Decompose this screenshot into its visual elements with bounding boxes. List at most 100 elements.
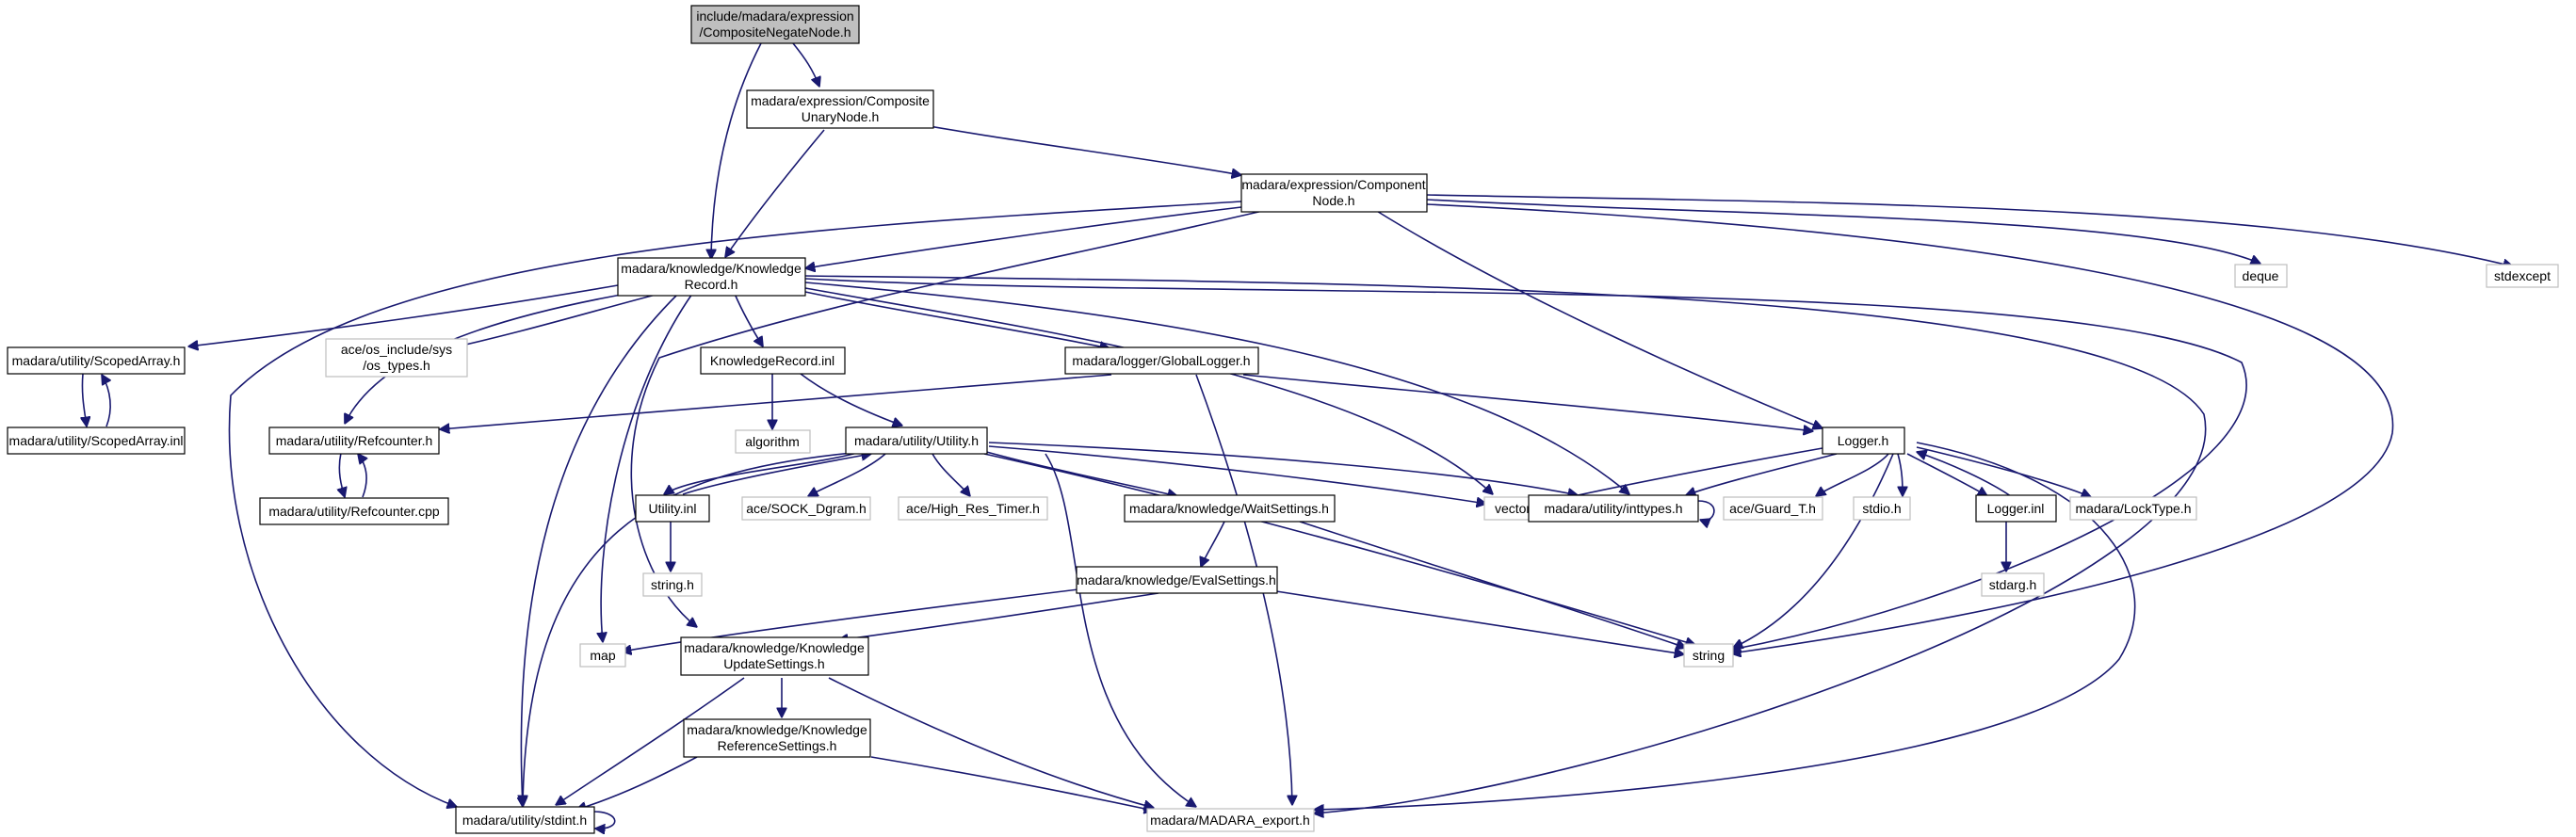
node-map[interactable]: map — [579, 643, 626, 668]
edge-updatesettings-stdint — [556, 677, 745, 805]
node-label: stdexcept — [2494, 268, 2551, 283]
edge-logger-string — [1733, 453, 1894, 648]
node-lock-type[interactable]: madara/LockType.h — [2069, 496, 2197, 521]
node-update-settings[interactable]: madara/knowledge/Knowledge UpdateSetting… — [680, 636, 869, 676]
node-deque[interactable]: deque — [2234, 264, 2288, 288]
node-label: madara/utility/ScopedArray.h — [12, 353, 181, 368]
node-string-h[interactable]: string.h — [642, 572, 703, 597]
node-knowledge-record-inl[interactable]: KnowledgeRecord.inl — [700, 346, 846, 375]
node-label: ReferenceSettings.h — [718, 738, 837, 753]
node-label: madara/knowledge/Knowledge — [684, 640, 865, 655]
node-label: madara/LockType.h — [2076, 501, 2192, 516]
edge-utilityinl-utility — [682, 454, 871, 495]
node-composite-negate-node[interactable]: include/madara/expression /CompositeNega… — [690, 5, 860, 44]
node-label: /os_types.h — [363, 358, 430, 373]
node-label: madara/knowledge/Knowledge — [621, 261, 802, 276]
node-eval-settings[interactable]: madara/knowledge/EvalSettings.h — [1076, 566, 1278, 594]
edge-evalsettings-string — [1275, 590, 1684, 654]
node-madara-export[interactable]: madara/MADARA_export.h — [1146, 808, 1315, 832]
node-logger[interactable]: Logger.h — [1822, 427, 1905, 455]
node-utility[interactable]: madara/utility/Utility.h — [845, 427, 988, 455]
node-reference-settings[interactable]: madara/knowledge/Knowledge ReferenceSett… — [683, 718, 871, 758]
edge-utility-string — [983, 453, 1695, 645]
node-logger-inl[interactable]: Logger.inl — [1975, 494, 2057, 523]
node-scoped-array-inl[interactable]: madara/utility/ScopedArray.inl — [7, 427, 186, 455]
node-stdexcept[interactable]: stdexcept — [2486, 264, 2559, 288]
node-label: include/madara/expression — [696, 8, 853, 24]
edge-utility-waitsettings — [979, 449, 1177, 496]
node-label: madara/utility/Refcounter.cpp — [268, 504, 440, 519]
node-label: Logger.h — [1838, 433, 1889, 448]
edge-unary-component — [886, 118, 1241, 175]
node-composite-unary-node[interactable]: madara/expression/Composite UnaryNode.h — [746, 89, 934, 129]
edge-logger-stdio — [1897, 453, 1903, 496]
edge-component-stdint — [228, 201, 1242, 807]
node-label: madara/utility/Utility.h — [854, 433, 979, 448]
node-global-logger[interactable]: madara/logger/GlobalLogger.h — [1064, 346, 1259, 375]
node-refcounter-cpp[interactable]: madara/utility/Refcounter.cpp — [259, 497, 449, 525]
node-stdint[interactable]: madara/utility/stdint.h — [455, 806, 595, 834]
edge-stdint-stdint — [592, 811, 616, 829]
edge-refsettings-stdint — [576, 756, 698, 810]
node-label: madara/expression/Component — [1241, 177, 1425, 192]
node-inttypes[interactable]: madara/utility/inttypes.h — [1528, 494, 1699, 523]
node-label: KnowledgeRecord.inl — [710, 353, 834, 368]
edge-component-deque — [1426, 199, 2260, 264]
edge-globallogger-export — [1195, 374, 1292, 805]
node-label: ace/Guard_T.h — [1729, 501, 1816, 516]
node-label: Logger.inl — [1987, 501, 2045, 516]
node-label: algorithm — [745, 434, 800, 449]
edge-krecord-inttypes — [804, 282, 1629, 494]
node-guard[interactable]: ace/Guard_T.h — [1723, 496, 1823, 521]
edge-component-updatesettings — [630, 209, 1268, 627]
edge-globallogger-refcounter — [440, 374, 1112, 429]
node-label: Node.h — [1312, 193, 1354, 208]
node-label: ace/SOCK_Dgram.h — [746, 501, 867, 516]
node-stdarg[interactable]: stdarg.h — [1981, 572, 2045, 597]
edge-krecord-krecordinl — [734, 293, 763, 346]
node-high-res-timer[interactable]: ace/High_Res_Timer.h — [898, 496, 1048, 521]
edge-refsettings-export — [870, 756, 1154, 811]
edge-waitsettings-evalsettings — [1201, 521, 1225, 567]
node-knowledge-record[interactable]: madara/knowledge/Knowledge Record.h — [617, 257, 806, 297]
edge-utility-stdint — [523, 451, 863, 805]
node-sock-dgram[interactable]: ace/SOCK_Dgram.h — [741, 496, 871, 521]
node-algorithm[interactable]: algorithm — [735, 429, 811, 454]
node-string[interactable]: string — [1683, 643, 1734, 668]
node-label: madara/utility/ScopedArray.inl — [9, 433, 184, 448]
node-label: madara/utility/inttypes.h — [1544, 501, 1682, 516]
node-label: ace/High_Res_Timer.h — [906, 501, 1040, 516]
node-utility-inl[interactable]: Utility.inl — [635, 494, 710, 523]
edge-refcounter-refcountercpp — [339, 452, 345, 497]
node-label: map — [590, 648, 615, 663]
node-label: Record.h — [685, 277, 738, 292]
edge-component-krecord — [805, 206, 1242, 268]
edge-unary-krecord — [725, 129, 825, 257]
edge-krecord-string — [804, 278, 2247, 650]
node-label: UpdateSettings.h — [723, 656, 824, 671]
node-label: string.h — [651, 577, 694, 592]
node-label: madara/knowledge/Knowledge — [687, 722, 867, 737]
node-wait-settings[interactable]: madara/knowledge/WaitSettings.h — [1124, 494, 1336, 523]
edge-utility-inttypes — [988, 442, 1578, 495]
node-label: UnaryNode.h — [802, 109, 880, 124]
edge-inttypes-inttypes — [1697, 500, 1715, 521]
edge-loggerinl-logger — [1917, 452, 2012, 497]
node-label: madara/logger/GlobalLogger.h — [1072, 353, 1250, 368]
node-label: stdio.h — [1862, 501, 1901, 516]
edge-evalsettings-map — [622, 588, 1079, 652]
edge-krecordinl-utility — [800, 373, 902, 426]
node-scoped-array[interactable]: madara/utility/ScopedArray.h — [7, 346, 186, 375]
edge-component-string — [1426, 203, 2394, 653]
node-label: vector — [1495, 501, 1531, 516]
edge-krecord-stdint — [521, 293, 679, 807]
node-refcounter[interactable]: madara/utility/Refcounter.h — [268, 427, 440, 455]
node-stdio[interactable]: stdio.h — [1853, 496, 1911, 521]
node-label: stdarg.h — [1989, 577, 2037, 592]
edge-root-krecord — [711, 42, 762, 259]
node-component-node[interactable]: madara/expression/Component Node.h — [1240, 173, 1428, 213]
node-label: Utility.inl — [648, 501, 696, 516]
edge-waitsettings-string — [1299, 521, 1686, 648]
node-os-types[interactable]: ace/os_include/sys /os_types.h — [325, 338, 468, 378]
node-label: ace/os_include/sys — [341, 342, 452, 357]
